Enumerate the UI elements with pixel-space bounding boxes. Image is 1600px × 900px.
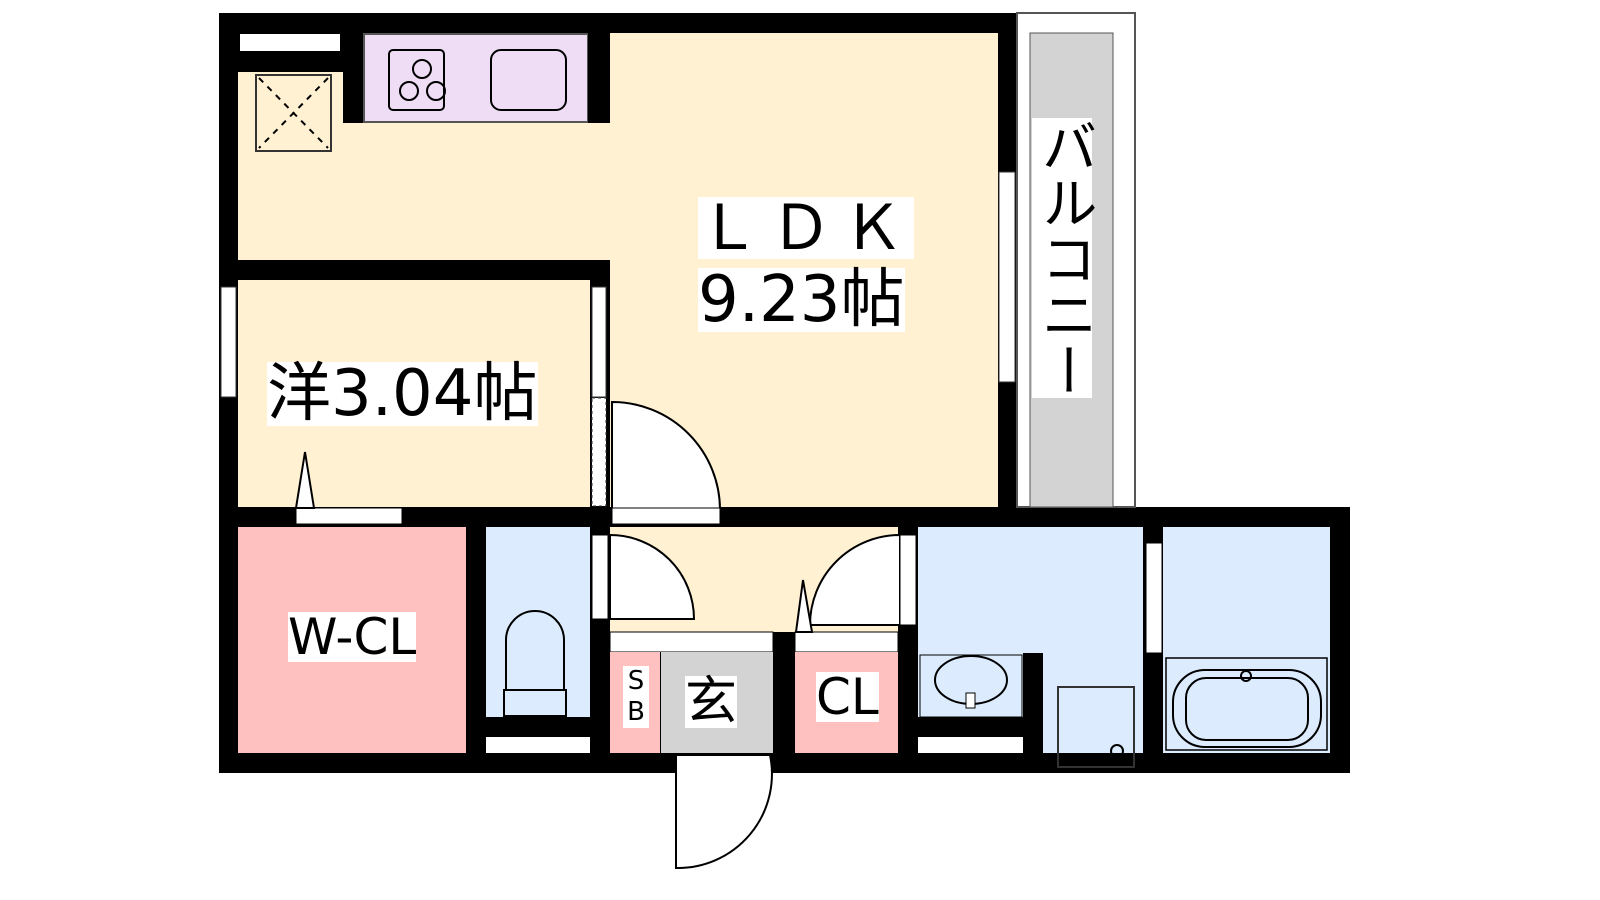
- wall-western-top: [238, 260, 610, 280]
- fridge-mark: [258, 77, 329, 149]
- washroom-door-frame: [899, 534, 917, 626]
- bathtub-outer: [1172, 669, 1322, 748]
- door-ldk-frame: [611, 507, 721, 525]
- toilet-door-frame: [591, 534, 609, 620]
- hall-step: [609, 631, 774, 653]
- vanity-window: [918, 737, 1023, 753]
- vanity-divider: [1023, 653, 1043, 753]
- burner: [412, 59, 432, 79]
- door-ldk: [611, 400, 722, 511]
- cl-door-leaf: [794, 579, 814, 633]
- kitchen-counter: [363, 33, 589, 123]
- window-ldk: [998, 171, 1016, 383]
- sliding-door: [591, 397, 607, 507]
- door-western-leaf: [294, 451, 316, 509]
- door-western: [295, 507, 403, 525]
- toilet-floor: [486, 527, 590, 717]
- entrance-door: [675, 754, 773, 870]
- ldk-name-label: ＬＤＫ: [698, 191, 915, 264]
- door-toilet: [609, 533, 696, 620]
- bath-drain: [1240, 670, 1252, 682]
- stove: [388, 49, 445, 111]
- cl-door: [794, 631, 899, 653]
- balcony-label: バルコニー: [1032, 118, 1097, 398]
- ldk-size-label: 9.23帖: [698, 263, 905, 337]
- bathtub-inner: [1185, 677, 1309, 741]
- western-room-label: 洋3.04帖: [267, 357, 538, 431]
- entrance-label: 玄: [685, 672, 738, 732]
- burner: [399, 81, 419, 101]
- bath-door: [1145, 542, 1163, 654]
- kitchen-sink: [490, 49, 567, 111]
- drain: [1110, 744, 1124, 758]
- cl-label: CL: [816, 668, 879, 726]
- white-bar: [240, 34, 340, 51]
- wcl-label: W-CL: [288, 608, 417, 666]
- toilet-bowl: [505, 610, 565, 691]
- window-western-right: [591, 286, 607, 398]
- washing-machine-space: [1057, 686, 1135, 768]
- toilet-window: [486, 737, 590, 753]
- faucet: [965, 692, 976, 709]
- kitchen-wall: [588, 33, 610, 123]
- wall-fridge-side: [343, 33, 363, 123]
- bathtub: [1165, 657, 1328, 751]
- window-western: [220, 286, 237, 398]
- bath-floor: [1163, 527, 1330, 753]
- burner: [426, 81, 446, 101]
